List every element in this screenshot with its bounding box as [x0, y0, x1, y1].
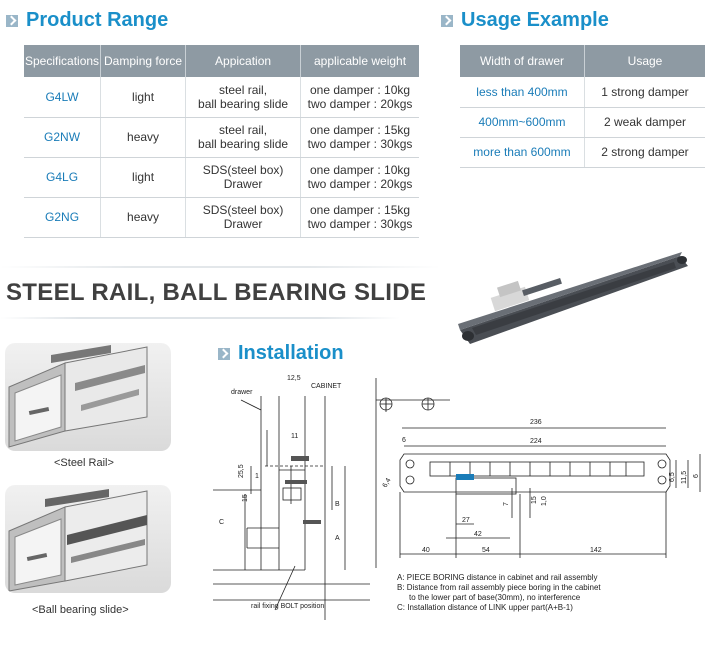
installation-notes: A: PIECE BORING distance in cabinet and … [397, 573, 601, 613]
arrow-bullet-icon [6, 14, 18, 27]
table-row: G2NW heavy steel rail,ball bearing slide… [24, 117, 419, 158]
dim-12-5: 12,5 [287, 375, 301, 382]
dim-1: 1 [255, 473, 259, 480]
force-cell: light [100, 157, 186, 198]
note-b: B: Distance from rail assembly piece bor… [397, 583, 601, 592]
steel-rail-caption: <Steel Rail> [54, 457, 114, 469]
ball-bearing-caption: <Ball bearing slide> [32, 604, 129, 616]
spec-cell: G4LW [24, 77, 101, 118]
table-row: G2NG heavy SDS(steel box)Drawer one damp… [24, 197, 419, 238]
drawer-label: drawer [231, 389, 253, 396]
dim-6-4: 6,4 [382, 477, 393, 489]
spec-cell: G4LG [24, 157, 101, 198]
cabinet-label: CABINET [311, 383, 342, 390]
force-cell: heavy [100, 197, 186, 238]
usage-example-title: Usage Example [441, 9, 609, 32]
col-header: Usage [584, 45, 705, 77]
section-heading: STEEL RAIL, BALL BEARING SLIDE [6, 279, 427, 306]
table-row: less than 400mm 1 strong damper [460, 77, 705, 108]
width-cell: more than 600mm [460, 137, 585, 168]
installation-title: Installation [218, 342, 344, 365]
product-range-title: Product Range [6, 9, 168, 32]
col-header: Appication [185, 45, 301, 77]
application-cell: SDS(steel box)Drawer [185, 197, 301, 238]
application-cell: steel rail,ball bearing slide [185, 117, 301, 158]
dim-c: C [219, 519, 224, 526]
bolt-label: rail fixing BOLT position [251, 603, 324, 610]
dim-6b: 6 [693, 474, 700, 478]
dim-54: 54 [482, 547, 490, 554]
arrow-bullet-icon [218, 347, 230, 360]
dim-6-5: 6,5 [669, 472, 676, 482]
application-cell: SDS(steel box)Drawer [185, 157, 301, 198]
note-b-cont: to the lower part of base(30mm), no inte… [409, 593, 581, 602]
spec-cell: G2NW [24, 117, 101, 158]
dim-7: 7 [503, 502, 510, 506]
dim-15b: 15 [531, 496, 538, 504]
dim-236: 236 [530, 419, 542, 426]
col-header: Specifications [24, 45, 101, 77]
note-c: C: Installation distance of LINK upper p… [397, 603, 573, 612]
table-row: more than 600mm 2 strong damper [460, 137, 705, 168]
dim-25-5: 25,5 [238, 464, 245, 478]
note-a: A: PIECE BORING distance in cabinet and … [397, 573, 598, 582]
width-cell: less than 400mm [460, 77, 585, 108]
dim-6: 6 [402, 437, 406, 444]
dim-11-5: 11,5 [681, 471, 688, 484]
dim-15: 15 [242, 494, 249, 502]
steel-rail-image [5, 343, 171, 451]
usage-cell: 2 strong damper [584, 137, 705, 168]
dim-42: 42 [474, 531, 482, 538]
dim-224: 224 [530, 438, 542, 445]
table-row: G4LW light steel rail,ball bearing slide… [24, 77, 419, 118]
product-range-table: Specifications Damping force Appication … [24, 45, 419, 238]
ball-bearing-image [5, 485, 171, 593]
table-row: G4LG light SDS(steel box)Drawer one damp… [24, 157, 419, 198]
dim-40: 40 [422, 547, 430, 554]
dim-a: A [335, 535, 340, 542]
divider [0, 317, 400, 319]
dim-b: B [335, 501, 340, 508]
force-cell: light [100, 77, 186, 118]
force-cell: heavy [100, 117, 186, 158]
col-header: Damping force [100, 45, 186, 77]
damper-product-image [458, 252, 688, 344]
application-cell: steel rail,ball bearing slide [185, 77, 301, 118]
col-header: applicable weight [300, 45, 419, 77]
usage-cell: 2 weak damper [584, 107, 705, 138]
dim-27: 27 [462, 517, 470, 524]
side-view-drawing: drawer CABINET 12,5 11 25,5 1 15 C B A r… [213, 375, 370, 620]
dim-11: 11 [291, 433, 298, 440]
dim-142: 142 [590, 547, 602, 554]
width-cell: 400mm~600mm [460, 107, 585, 138]
col-header: Width of drawer [460, 45, 585, 77]
dim-1-0: 1,0 [541, 496, 548, 506]
spec-cell: G2NG [24, 197, 101, 238]
usage-cell: 1 strong damper [584, 77, 705, 108]
usage-example-table: Width of drawer Usage less than 400mm 1 … [460, 45, 705, 168]
table-row: 400mm~600mm 2 weak damper [460, 107, 705, 138]
front-view-drawing: 236 224 6 6,4 40 54 142 27 42 7 1,0 15 6… [375, 378, 701, 568]
arrow-bullet-icon [441, 14, 453, 27]
divider [0, 266, 440, 268]
